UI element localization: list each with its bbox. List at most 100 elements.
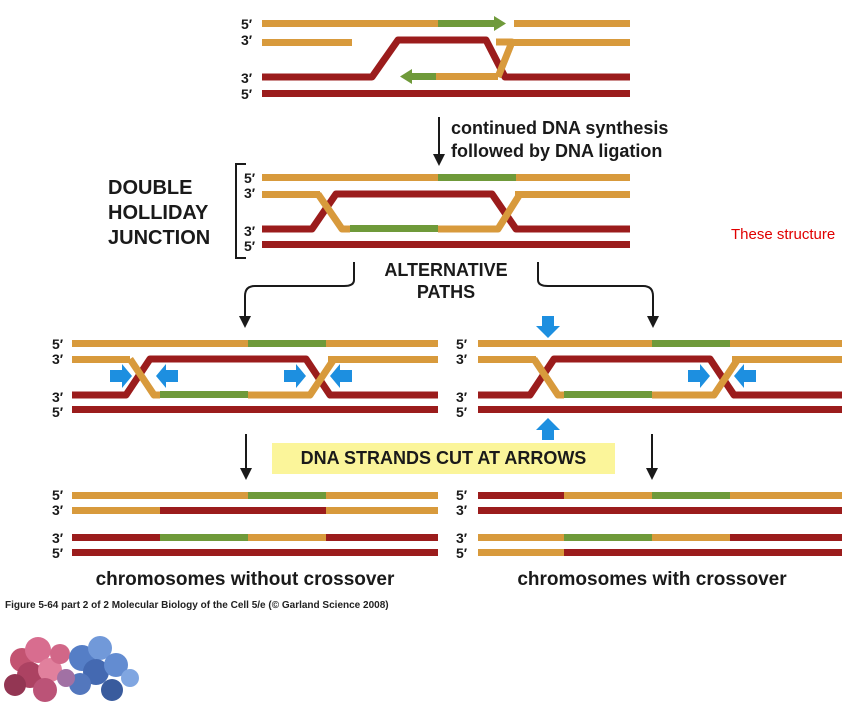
molecule-thumbnail-icon [4, 636, 139, 702]
cut-arrow-icon [536, 418, 560, 440]
end-label: 5′ [244, 238, 256, 254]
strand [564, 492, 652, 499]
strand [326, 534, 438, 541]
end-label: 3′ [52, 351, 64, 367]
end-label: 5′ [244, 170, 256, 186]
end-label: 3′ [52, 502, 64, 518]
panel-result-no-crossover: 5′ 3′ 3′ 5′ chromosomes without crossove… [52, 487, 438, 590]
strand [652, 357, 741, 399]
cut-arrow-icon [330, 364, 352, 388]
strand [531, 357, 564, 399]
end-label: 5′ [456, 404, 468, 420]
panel-synthesis: 5′ 3′ 3′ 5′ [241, 16, 630, 102]
cut-arrow-icon [110, 364, 132, 388]
strand [516, 174, 630, 181]
end-label: 3′ [456, 530, 468, 546]
strand [72, 492, 248, 499]
strand [494, 38, 516, 79]
strand [262, 191, 320, 198]
strand [438, 20, 496, 27]
strand [730, 492, 842, 499]
synthesis-arrowhead [494, 16, 506, 31]
strand [262, 90, 630, 97]
strand [262, 36, 630, 81]
strand [478, 356, 536, 363]
strand [160, 534, 248, 541]
strand [328, 356, 438, 363]
strand [350, 225, 438, 232]
panel-cut-left: 5′ 3′ 3′ 5′ [52, 336, 438, 420]
strand [160, 391, 248, 398]
side-note: These structure [731, 226, 836, 243]
dhj-label: DOUBLE [108, 177, 192, 199]
strand [732, 356, 842, 363]
strand [434, 73, 498, 80]
result-label: chromosomes with crossover [517, 569, 787, 590]
end-label: 5′ [52, 545, 64, 561]
strand [248, 492, 326, 499]
curved-arrow-right [537, 262, 659, 328]
end-label: 5′ [241, 16, 253, 32]
strand [326, 507, 438, 514]
end-label: 3′ [456, 389, 468, 405]
end-label: 3′ [241, 32, 253, 48]
strand [315, 192, 350, 233]
strand [438, 174, 516, 181]
cut-highlight-box: DNA STRANDS CUT AT ARROWS [272, 443, 615, 474]
strand [652, 492, 730, 499]
strand [564, 534, 652, 541]
strand [72, 340, 248, 347]
end-label: 5′ [52, 336, 64, 352]
strand [514, 20, 630, 27]
strand [262, 190, 630, 233]
strand [72, 406, 438, 413]
paths-label: ALTERNATIVE [384, 260, 507, 280]
strand [248, 357, 337, 399]
end-label: 5′ [456, 336, 468, 352]
curved-arrow-left [239, 262, 355, 328]
strand [160, 507, 326, 514]
end-label: 5′ [456, 487, 468, 503]
end-label: 5′ [52, 487, 64, 503]
panel-cut-right: 5′ 3′ 3′ 5′ [456, 316, 842, 440]
end-label: 3′ [241, 70, 253, 86]
strand [515, 191, 630, 198]
cut-arrow-icon [688, 364, 710, 388]
strand [326, 340, 438, 347]
strand [262, 241, 630, 248]
strand [730, 534, 842, 541]
cut-label: DNA STRANDS CUT AT ARROWS [300, 448, 587, 468]
strand [72, 507, 160, 514]
end-label: 3′ [456, 351, 468, 367]
strand [410, 73, 436, 80]
cut-arrow-icon [536, 316, 560, 338]
figure-caption: Figure 5-64 part 2 of 2 Molecular Biolog… [5, 600, 389, 611]
strand [564, 391, 652, 398]
bracket [235, 163, 246, 259]
strand [72, 356, 130, 363]
end-label: 3′ [52, 389, 64, 405]
strand [127, 357, 160, 399]
strand [248, 534, 326, 541]
strand [478, 549, 564, 556]
strand [72, 549, 438, 556]
strand [478, 406, 842, 413]
end-label: 5′ [52, 404, 64, 420]
strand [326, 492, 438, 499]
strand [478, 492, 564, 499]
step-label: continued DNA synthesis [451, 118, 668, 138]
strand [262, 174, 438, 181]
strand [72, 534, 160, 541]
strand [514, 39, 630, 46]
panel-double-holliday-junction: DOUBLE HOLLIDAY JUNCTION 5′ 3′ 3′ 5′ [108, 163, 630, 259]
synthesis-arrowhead [400, 69, 412, 84]
step-label: followed by DNA ligation [451, 141, 662, 161]
strand [262, 20, 438, 27]
dhj-label: HOLLIDAY [108, 202, 209, 224]
result-label: chromosomes without crossover [96, 569, 395, 590]
dhj-label: JUNCTION [108, 227, 210, 249]
strand [72, 355, 438, 399]
strand [248, 340, 326, 347]
strand [438, 192, 523, 233]
